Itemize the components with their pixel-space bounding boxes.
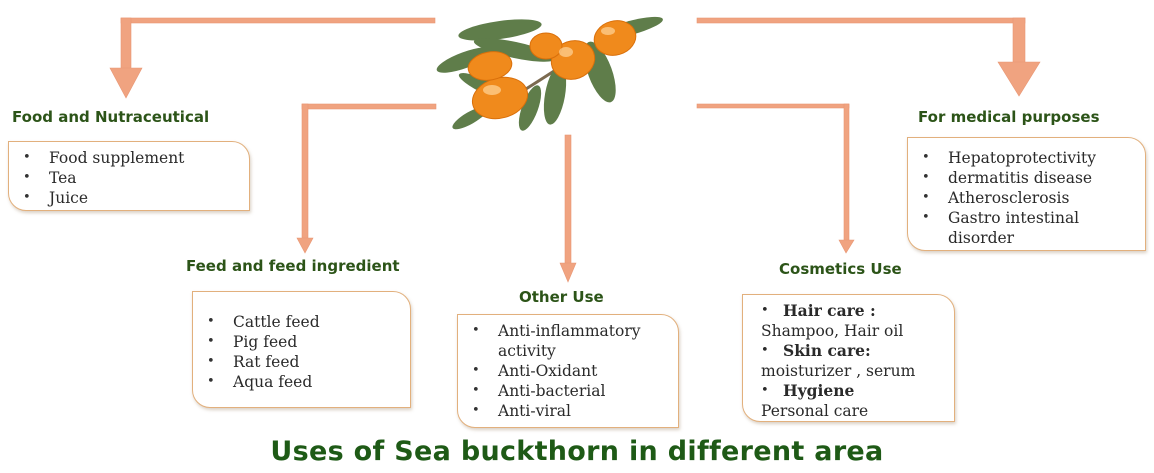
connector-line-feed	[302, 104, 436, 109]
heading-medical: For medical purposes	[918, 108, 1100, 126]
connector-stem-food	[121, 18, 131, 73]
box-feed: Cattle feed Pig feed Rat feed Aqua feed	[192, 291, 411, 408]
list-item: Anti-bacterial	[498, 381, 670, 401]
connector-stem-medical	[1013, 18, 1025, 66]
list-item: Rat feed	[233, 352, 402, 372]
sea-buckthorn-berries-icon	[434, 12, 665, 133]
cosmetics-detail: Personal care	[761, 401, 946, 421]
arrowhead-other	[560, 263, 576, 282]
cosmetics-label: Hair care :	[783, 301, 876, 321]
diagram-title: Uses of Sea buckthorn in different area	[0, 436, 1154, 467]
list-item: dermatitis disease	[948, 168, 1137, 188]
list-item: Anti-inflammatory activity	[498, 321, 670, 361]
cosmetics-entry: • Hygiene	[761, 381, 946, 401]
heading-food: Food and Nutraceutical	[12, 108, 209, 126]
cosmetics-detail: Shampoo, Hair oil	[761, 321, 946, 341]
list-item: Food supplement	[49, 148, 241, 168]
list-item: Atherosclerosis	[948, 188, 1137, 208]
connector-stem-other	[565, 135, 571, 265]
list-item: Anti-Oxidant	[498, 361, 670, 381]
list-food: Food supplement Tea Juice	[23, 148, 241, 208]
list-item: Aqua feed	[233, 372, 402, 392]
connector-stem-feed	[302, 104, 308, 244]
cosmetics-entry: • Skin care:	[761, 341, 946, 361]
list-item: Juice	[49, 188, 241, 208]
list-item: Anti-viral	[498, 401, 670, 421]
cosmetics-detail: moisturizer , serum	[761, 361, 946, 381]
cosmetics-label: Hygiene	[783, 381, 854, 401]
bullet-icon: •	[761, 381, 783, 401]
arrowhead-cosmetics	[839, 240, 854, 253]
connector-line-cosmetics	[697, 104, 849, 108]
list-feed: Cattle feed Pig feed Rat feed Aqua feed	[207, 312, 402, 392]
heading-other: Other Use	[519, 288, 604, 306]
heading-cosmetics: Cosmetics Use	[779, 260, 902, 278]
arrowhead-food	[110, 68, 142, 98]
connector-line-food	[121, 18, 435, 23]
bullet-icon: •	[761, 301, 783, 321]
box-cosmetics: • Hair care : Shampoo, Hair oil • Skin c…	[742, 294, 955, 422]
list-item: Cattle feed	[233, 312, 402, 332]
cosmetics-label: Skin care:	[783, 341, 871, 361]
box-medical: Hepatoprotectivity dermatitis disease At…	[907, 137, 1146, 251]
list-item: Tea	[49, 168, 241, 188]
list-item: Gastro intestinal disorder	[948, 208, 1137, 248]
list-other: Anti-inflammatory activity Anti-Oxidant …	[472, 321, 670, 421]
connector-line-medical	[697, 18, 1025, 23]
heading-feed: Feed and feed ingredient	[186, 257, 400, 275]
connector-stem-cosmetics	[844, 104, 849, 242]
list-medical: Hepatoprotectivity dermatitis disease At…	[922, 148, 1137, 248]
cosmetics-entry: • Hair care :	[761, 301, 946, 321]
bullet-icon: •	[761, 341, 783, 361]
arrowhead-medical	[998, 62, 1040, 96]
list-item: Hepatoprotectivity	[948, 148, 1137, 168]
box-other: Anti-inflammatory activity Anti-Oxidant …	[457, 314, 679, 428]
list-item: Pig feed	[233, 332, 402, 352]
arrowhead-feed	[297, 238, 313, 253]
box-food: Food supplement Tea Juice	[8, 141, 250, 211]
